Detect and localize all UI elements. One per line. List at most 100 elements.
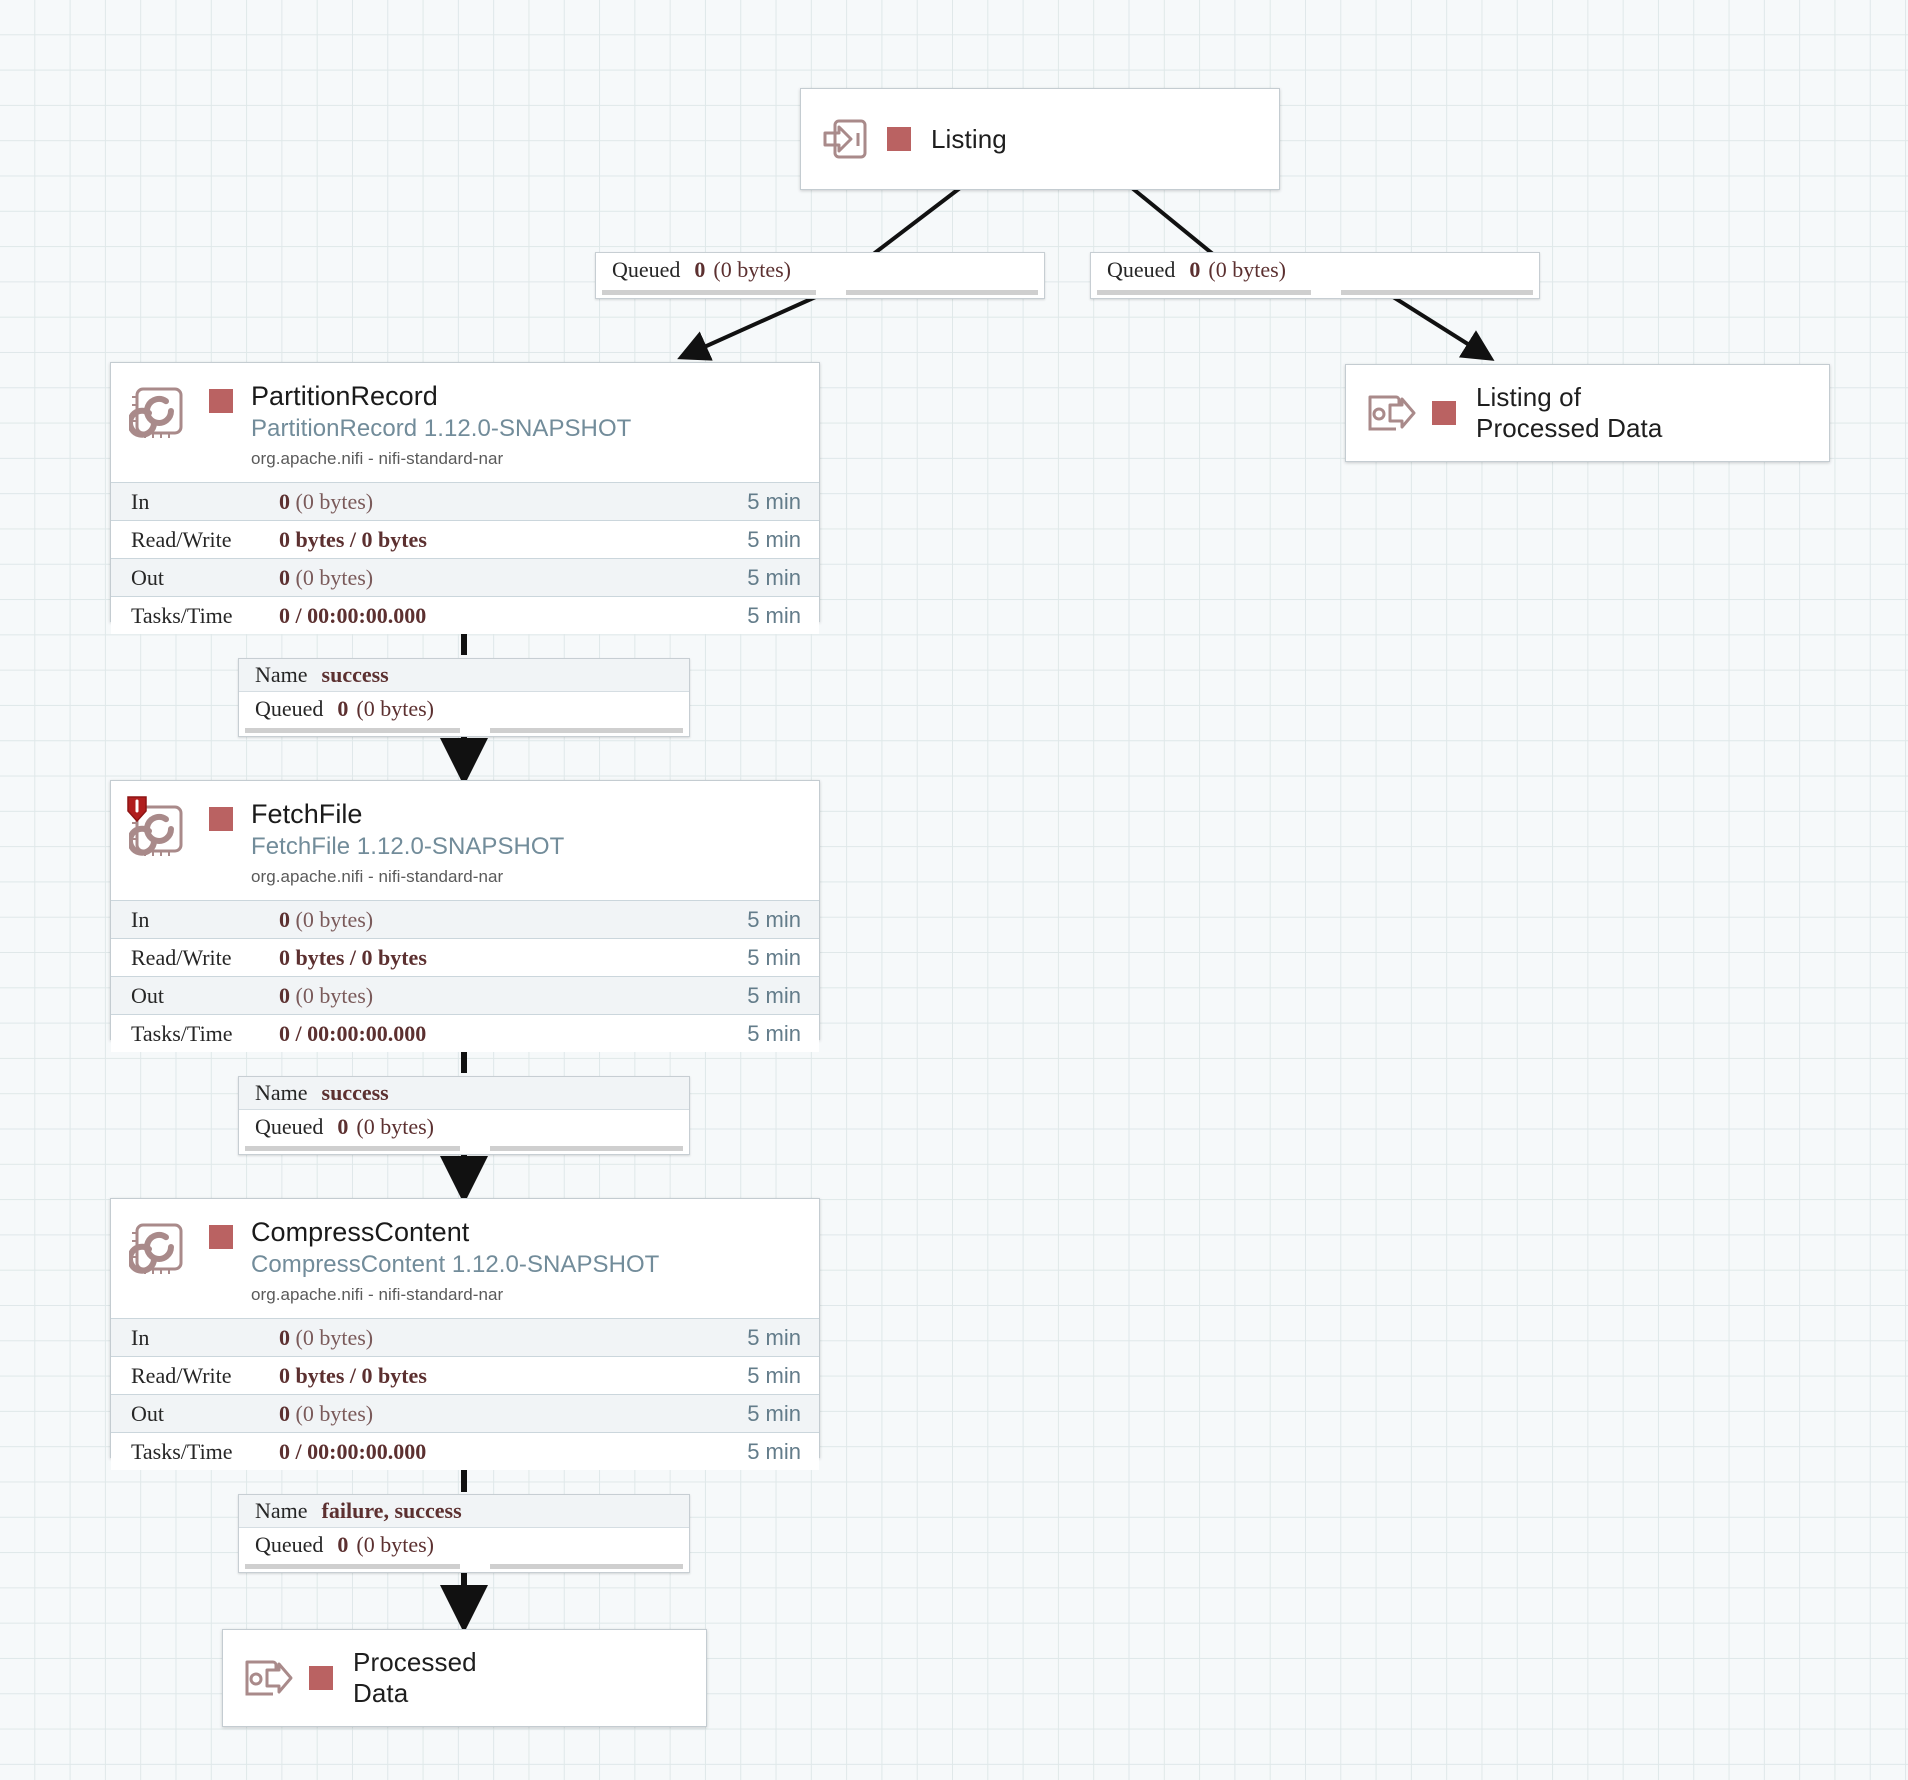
stat-label: Out (131, 982, 164, 1008)
processor-type: FetchFile 1.12.0-SNAPSHOT (251, 833, 565, 861)
connection-label-listing-to-partitionrecord[interactable]: Queued 0 (0 bytes) (595, 252, 1045, 299)
connection-name-row: Name success (239, 1077, 689, 1111)
connection-label-fetchfile-to-compresscontent[interactable]: Name success Queued 0 (0 bytes) (238, 1076, 690, 1155)
stat-value: 0 (0 bytes) (279, 564, 374, 590)
connection-label-listing-to-listing-output[interactable]: Queued 0 (0 bytes) (1090, 252, 1540, 299)
stat-timeframe: 5 min (747, 1438, 801, 1464)
stat-row: Read/Write 0 bytes / 0 bytes 5 min (111, 1356, 819, 1395)
stat-timeframe: 5 min (747, 564, 801, 590)
queued-size: (0 bytes) (356, 695, 435, 721)
queued-size: (0 bytes) (356, 1531, 435, 1557)
stat-timeframe: 5 min (747, 982, 801, 1008)
node-listing-of-processed-data-output-port[interactable]: Listing of Processed Data (1345, 364, 1830, 462)
node-compresscontent-processor[interactable]: CompressContent CompressContent 1.12.0-S… (110, 1198, 820, 1471)
processor-bundle: org.apache.nifi - nifi-standard-nar (251, 867, 504, 887)
stat-label: Read/Write (131, 944, 232, 970)
stat-row: In 0 (0 bytes) 5 min (111, 1318, 819, 1357)
stat-value: 0 / 00:00:00.000 (279, 1438, 427, 1464)
stat-value: 0 (0 bytes) (279, 1400, 374, 1426)
run-status-indicator (209, 807, 233, 831)
stat-label: Tasks/Time (131, 1020, 233, 1046)
queued-key: Queued (1107, 256, 1176, 282)
queued-key: Queued (255, 1113, 324, 1139)
processor-header: PartitionRecord PartitionRecord 1.12.0-S… (111, 363, 819, 483)
stat-label: In (131, 906, 150, 932)
queued-key: Queued (255, 1531, 324, 1557)
stat-row: Tasks/Time 0 / 00:00:00.000 5 min (111, 1014, 819, 1053)
stat-row: In 0 (0 bytes) 5 min (111, 482, 819, 521)
queued-size: (0 bytes) (713, 256, 792, 282)
queue-count-bar (245, 728, 460, 734)
stat-timeframe: 5 min (747, 906, 801, 932)
stat-row: Tasks/Time 0 / 00:00:00.000 5 min (111, 596, 819, 635)
name-key: Name (255, 662, 308, 688)
processor-name: CompressContent (251, 1217, 470, 1247)
stat-value: 0 bytes / 0 bytes (279, 944, 427, 970)
queued-size: (0 bytes) (356, 1113, 435, 1139)
queue-progress-bars (239, 1561, 689, 1572)
port-label: Listing of Processed Data (1476, 382, 1663, 443)
stat-row: Read/Write 0 bytes / 0 bytes 5 min (111, 520, 819, 559)
name-value: success (321, 662, 389, 688)
name-value: failure, success (321, 1498, 462, 1524)
connection-queued-row: Queued 0 (0 bytes) (1091, 253, 1539, 287)
connection-queued-row: Queued 0 (0 bytes) (596, 253, 1044, 287)
processor-bundle: org.apache.nifi - nifi-standard-nar (251, 1285, 504, 1305)
stat-timeframe: 5 min (747, 602, 801, 628)
stat-timeframe: 5 min (747, 1362, 801, 1388)
stat-timeframe: 5 min (747, 1324, 801, 1350)
queue-progress-bars (1091, 287, 1539, 298)
processor-header: FetchFile FetchFile 1.12.0-SNAPSHOT org.… (111, 781, 819, 901)
node-processed-data-output-port[interactable]: Processed Data (222, 1629, 707, 1727)
output-port-icon (241, 1652, 293, 1704)
processor-icon (129, 381, 191, 443)
queued-count: 0 (337, 1113, 349, 1139)
processor-stats: In 0 (0 bytes) 5 min Read/Write 0 bytes … (111, 900, 819, 1053)
processor-bundle: org.apache.nifi - nifi-standard-nar (251, 449, 504, 469)
node-listing-input-port[interactable]: Listing (800, 88, 1280, 190)
queue-size-bar (846, 290, 1038, 295)
connection-label-compresscontent-to-processed-data[interactable]: Name failure, success Queued 0 (0 bytes) (238, 1494, 690, 1573)
processor-header: CompressContent CompressContent 1.12.0-S… (111, 1199, 819, 1319)
stat-label: Tasks/Time (131, 1438, 233, 1464)
bulletin-shield-icon[interactable] (127, 796, 147, 822)
connection-queued-row: Queued 0 (0 bytes) (239, 1528, 689, 1561)
processor-text-block: PartitionRecord PartitionRecord 1.12.0-S… (251, 381, 631, 470)
queue-size-bar (490, 1564, 683, 1570)
run-status-indicator (209, 389, 233, 413)
processor-stats: In 0 (0 bytes) 5 min Read/Write 0 bytes … (111, 1318, 819, 1471)
queued-key: Queued (255, 695, 324, 721)
queued-count: 0 (694, 256, 706, 282)
port-label: Processed Data (353, 1647, 477, 1708)
node-fetchfile-processor[interactable]: FetchFile FetchFile 1.12.0-SNAPSHOT org.… (110, 780, 820, 1053)
node-partitionrecord-processor[interactable]: PartitionRecord PartitionRecord 1.12.0-S… (110, 362, 820, 635)
stat-value: 0 bytes / 0 bytes (279, 526, 427, 552)
processor-icon (127, 796, 191, 861)
queued-count: 0 (337, 695, 349, 721)
run-status-indicator (887, 127, 911, 151)
queue-size-bar (1341, 290, 1533, 295)
stat-timeframe: 5 min (747, 944, 801, 970)
processor-type: CompressContent 1.12.0-SNAPSHOT (251, 1251, 660, 1279)
stat-value: 0 / 00:00:00.000 (279, 602, 427, 628)
processor-text-block: CompressContent CompressContent 1.12.0-S… (251, 1217, 659, 1306)
stat-row: Out 0 (0 bytes) 5 min (111, 976, 819, 1015)
stat-row: In 0 (0 bytes) 5 min (111, 900, 819, 939)
processor-icon (129, 1217, 191, 1279)
stat-row: Tasks/Time 0 / 00:00:00.000 5 min (111, 1432, 819, 1471)
stat-row: Out 0 (0 bytes) 5 min (111, 1394, 819, 1433)
stat-row: Read/Write 0 bytes / 0 bytes 5 min (111, 938, 819, 977)
processor-name: FetchFile (251, 799, 363, 829)
connection-label-partitionrecord-to-fetchfile[interactable]: Name success Queued 0 (0 bytes) (238, 658, 690, 737)
stat-value: 0 bytes / 0 bytes (279, 1362, 427, 1388)
run-status-indicator (209, 1225, 233, 1249)
stat-value: 0 (0 bytes) (279, 1324, 374, 1350)
processor-text-block: FetchFile FetchFile 1.12.0-SNAPSHOT org.… (251, 799, 564, 888)
stat-label: In (131, 1324, 150, 1350)
queued-key: Queued (612, 256, 681, 282)
stat-value: 0 (0 bytes) (279, 488, 374, 514)
stat-timeframe: 5 min (747, 1400, 801, 1426)
name-key: Name (255, 1498, 308, 1524)
port-label: Listing (931, 123, 1007, 154)
